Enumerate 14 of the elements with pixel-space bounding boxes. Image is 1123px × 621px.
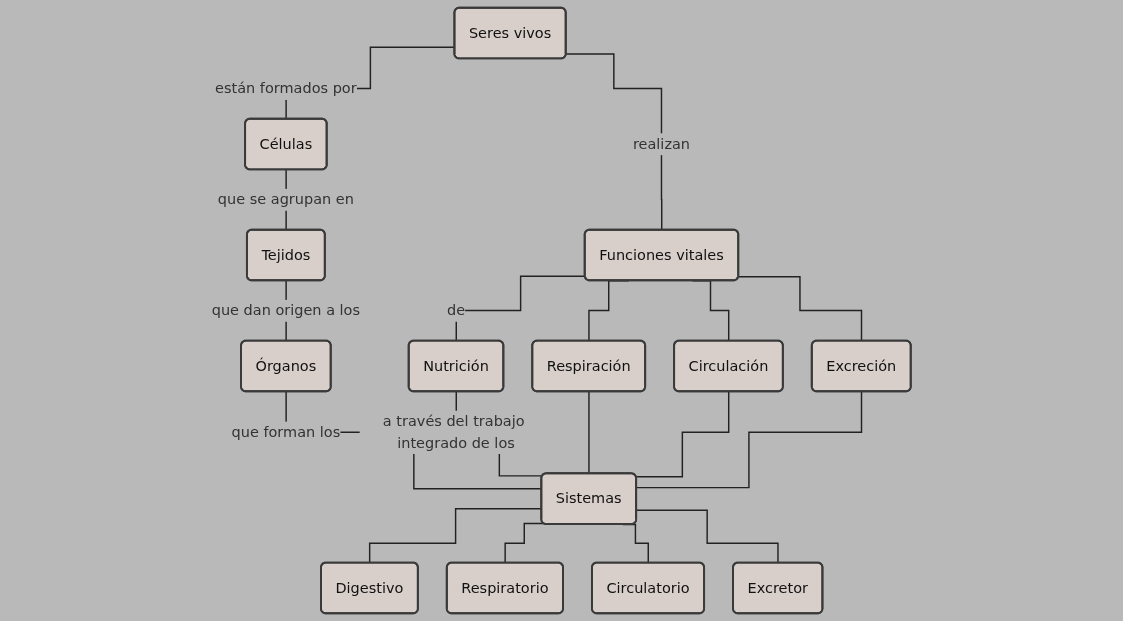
- connector: [588, 391, 591, 475]
- connector: [565, 53, 663, 231]
- connector: [504, 522, 545, 564]
- edge-label: que dan origen a los: [211, 301, 361, 319]
- connector: [738, 276, 863, 342]
- edge-label: de: [447, 301, 466, 319]
- edge-label: están formados por: [215, 79, 357, 97]
- connector: [369, 508, 543, 564]
- connector: [636, 509, 780, 564]
- connector: [636, 391, 863, 489]
- edge-label: a través del trabajo integrado de los: [383, 412, 525, 452]
- edge-label: realizan: [633, 135, 691, 153]
- edge-label: que forman los: [231, 423, 341, 441]
- edge-label: que se agrupan en: [218, 190, 355, 208]
